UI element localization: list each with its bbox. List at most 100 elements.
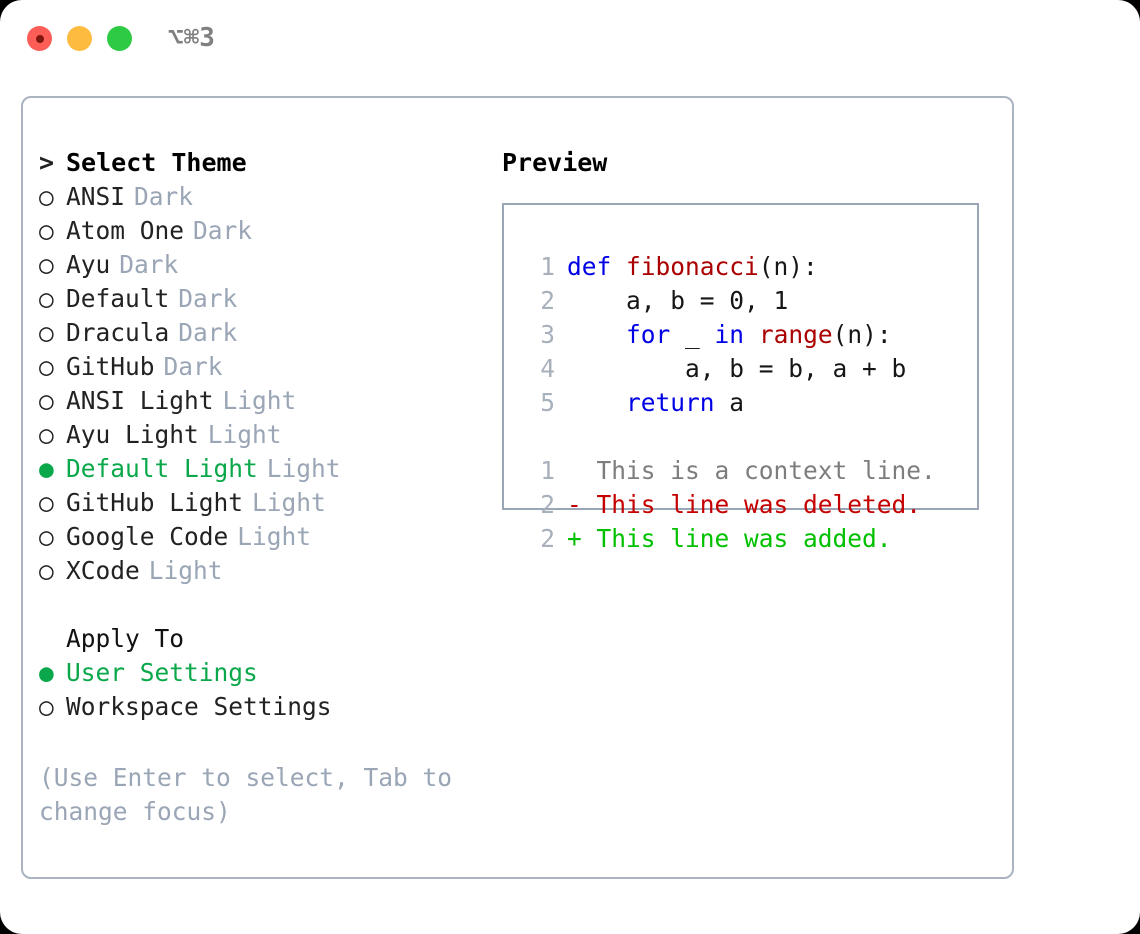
theme-option-dracula[interactable]: ○ Dracula Dark (39, 316, 479, 350)
radio-unselected-icon: ○ (39, 250, 54, 279)
theme-option-name: Default (66, 284, 170, 313)
code-token (567, 388, 626, 417)
select-theme-header: > Select Theme (39, 146, 479, 180)
apply-to-option-name: Workspace Settings (66, 692, 332, 721)
theme-option-tag: Dark (193, 216, 253, 245)
radio-unselected-icon: ○ (39, 420, 54, 449)
theme-option-name: Ayu Light (66, 420, 199, 449)
theme-option-name: Default Light (66, 454, 258, 483)
theme-option-tag: Light (207, 420, 282, 449)
maximize-button[interactable] (107, 26, 132, 51)
theme-option-tag: Dark (163, 352, 223, 381)
theme-option-atom-one[interactable]: ○ Atom One Dark (39, 214, 479, 248)
apply-to-label: Apply To (66, 624, 185, 653)
line-number: 5 (540, 388, 555, 417)
theme-option-xcode[interactable]: ○ XCode Light (39, 554, 479, 588)
diff-line-text: This is a context line. (567, 456, 936, 485)
theme-option-ayu-light[interactable]: ○ Ayu Light Light (39, 418, 479, 452)
code-token: range (758, 320, 833, 349)
code-line: 4 a, b = b, a + b (530, 352, 936, 386)
apply-to-option-name: User Settings (66, 658, 258, 687)
keyboard-hint-text: (Use Enter to select, Tab to change focu… (39, 763, 453, 826)
radio-unselected-icon: ○ (39, 522, 54, 551)
theme-option-name: Google Code (66, 522, 229, 551)
theme-option-tag: Light (148, 556, 223, 585)
radio-unselected-icon: ○ (39, 386, 54, 415)
line-number: 1 (540, 456, 555, 485)
keyboard-shortcut-label: ⌥⌘3 (168, 23, 215, 53)
radio-unselected-icon: ○ (39, 556, 54, 585)
title-bar: ⌥⌘3 (0, 0, 1140, 78)
radio-unselected-icon: ○ (39, 692, 54, 721)
code-blank-line (530, 420, 936, 454)
theme-option-name: XCode (66, 556, 140, 585)
diff-line: 1 This is a context line. (530, 454, 936, 488)
code-token: in (714, 320, 745, 349)
code-token (567, 320, 626, 349)
theme-option-tag: Light (252, 488, 326, 517)
code-token: a, b = b, a + b (567, 354, 907, 383)
line-number: 2 (540, 524, 555, 553)
theme-option-default-light[interactable]: ● Default Light Light (39, 452, 479, 486)
minimize-button[interactable] (67, 26, 92, 51)
code-line: 5 return a (530, 386, 936, 420)
line-number: 4 (540, 354, 555, 383)
line-number: 2 (540, 286, 555, 315)
theme-option-name: Atom One (66, 216, 185, 245)
radio-unselected-icon: ○ (39, 352, 54, 381)
theme-option-name: GitHub (66, 352, 155, 381)
code-line: 1 def fibonacci(n): (530, 250, 936, 284)
code-token: return (626, 388, 715, 417)
code-token (744, 320, 759, 349)
apply-to-options-list[interactable]: ● User Settings ○ Workspace Settings (39, 656, 479, 724)
radio-unselected-icon: ○ (39, 216, 54, 245)
apply-to-option-user-settings[interactable]: ● User Settings (39, 656, 479, 690)
diff-line: 2 + This line was added. (530, 522, 936, 556)
code-line: 2 a, b = 0, 1 (530, 284, 936, 318)
code-token: (n): (758, 252, 818, 281)
preview-title: Preview (502, 148, 608, 177)
code-token: fibonacci (626, 252, 759, 281)
radio-unselected-icon: ○ (39, 318, 54, 347)
diff-line-text: + This line was added. (567, 524, 892, 553)
code-token: def (567, 252, 612, 281)
theme-option-tag: Dark (119, 250, 179, 279)
code-token: a, b = 0, 1 (567, 286, 789, 315)
theme-option-github[interactable]: ○ GitHub Dark (39, 350, 479, 384)
close-button[interactable] (27, 26, 52, 51)
line-number: 1 (540, 252, 555, 281)
radio-selected-icon: ● (39, 454, 54, 483)
theme-option-ayu[interactable]: ○ Ayu Dark (39, 248, 479, 282)
theme-option-name: ANSI Light (66, 386, 214, 415)
code-token: for (626, 320, 671, 349)
line-number: 3 (540, 320, 555, 349)
line-number: 2 (540, 490, 555, 519)
diff-line-text: - This line was deleted. (567, 490, 922, 519)
apply-to-option-workspace-settings[interactable]: ○ Workspace Settings (39, 690, 479, 724)
select-theme-label: Select Theme (66, 148, 247, 177)
theme-option-tag: Light (266, 454, 341, 483)
radio-unselected-icon: ○ (39, 182, 54, 211)
code-token: _ (670, 320, 715, 349)
radio-selected-icon: ● (39, 658, 54, 687)
theme-option-tag: Dark (178, 318, 238, 347)
diff-line: 2 - This line was deleted. (530, 488, 936, 522)
caret-icon: > (39, 148, 55, 177)
theme-option-name: Dracula (66, 318, 170, 347)
theme-option-name: ANSI (66, 182, 126, 211)
theme-option-tag: Dark (178, 284, 238, 313)
code-token: a (714, 388, 745, 417)
theme-option-name: Ayu (66, 250, 111, 279)
code-line: 3 for _ in range(n): (530, 318, 936, 352)
